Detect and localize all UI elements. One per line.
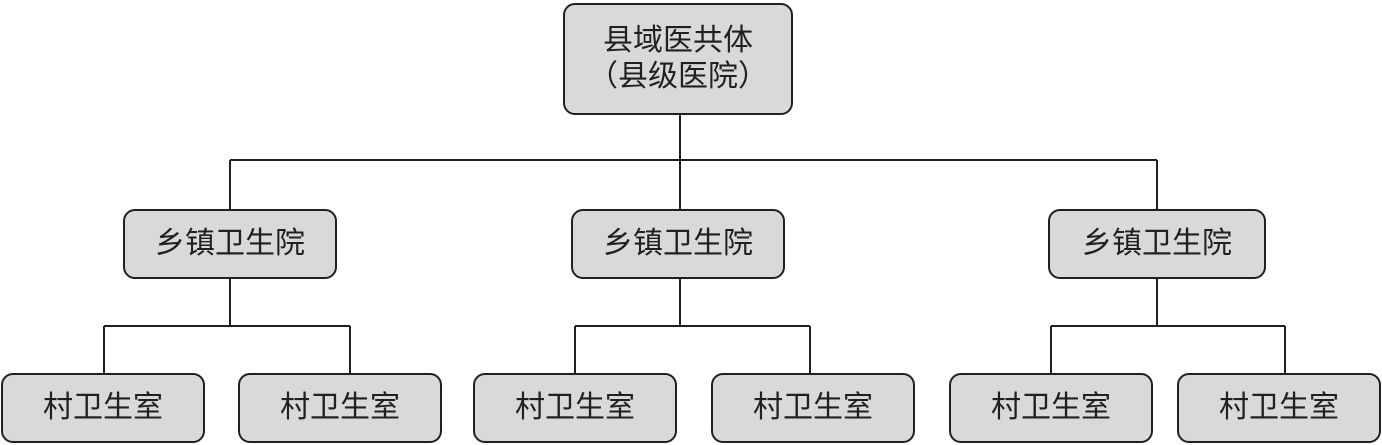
root-node-county-medical-community: 县域医共体 （县级医院） (563, 3, 793, 115)
town-node-label: 乡镇卫生院 (603, 226, 753, 261)
town-health-center-node: 乡镇卫生院 (571, 209, 785, 279)
root-node-title: 县域医共体 (603, 23, 753, 58)
town-health-center-node: 乡镇卫生院 (1048, 209, 1266, 279)
village-node-label: 村卫生室 (753, 390, 873, 425)
town-node-label: 乡镇卫生院 (155, 226, 305, 261)
village-node-label: 村卫生室 (515, 390, 635, 425)
village-clinic-node: 村卫生室 (238, 373, 442, 443)
village-node-label: 村卫生室 (1219, 390, 1339, 425)
village-node-label: 村卫生室 (43, 390, 163, 425)
root-node-subtitle: （县级医院） (588, 59, 768, 94)
town-node-label: 乡镇卫生院 (1082, 226, 1232, 261)
village-node-label: 村卫生室 (280, 390, 400, 425)
village-node-label: 村卫生室 (991, 390, 1111, 425)
town-health-center-node: 乡镇卫生院 (123, 209, 337, 279)
village-clinic-node: 村卫生室 (1177, 373, 1381, 443)
village-clinic-node: 村卫生室 (711, 373, 915, 443)
village-clinic-node: 村卫生室 (949, 373, 1153, 443)
village-clinic-node: 村卫生室 (1, 373, 205, 443)
village-clinic-node: 村卫生室 (473, 373, 677, 443)
